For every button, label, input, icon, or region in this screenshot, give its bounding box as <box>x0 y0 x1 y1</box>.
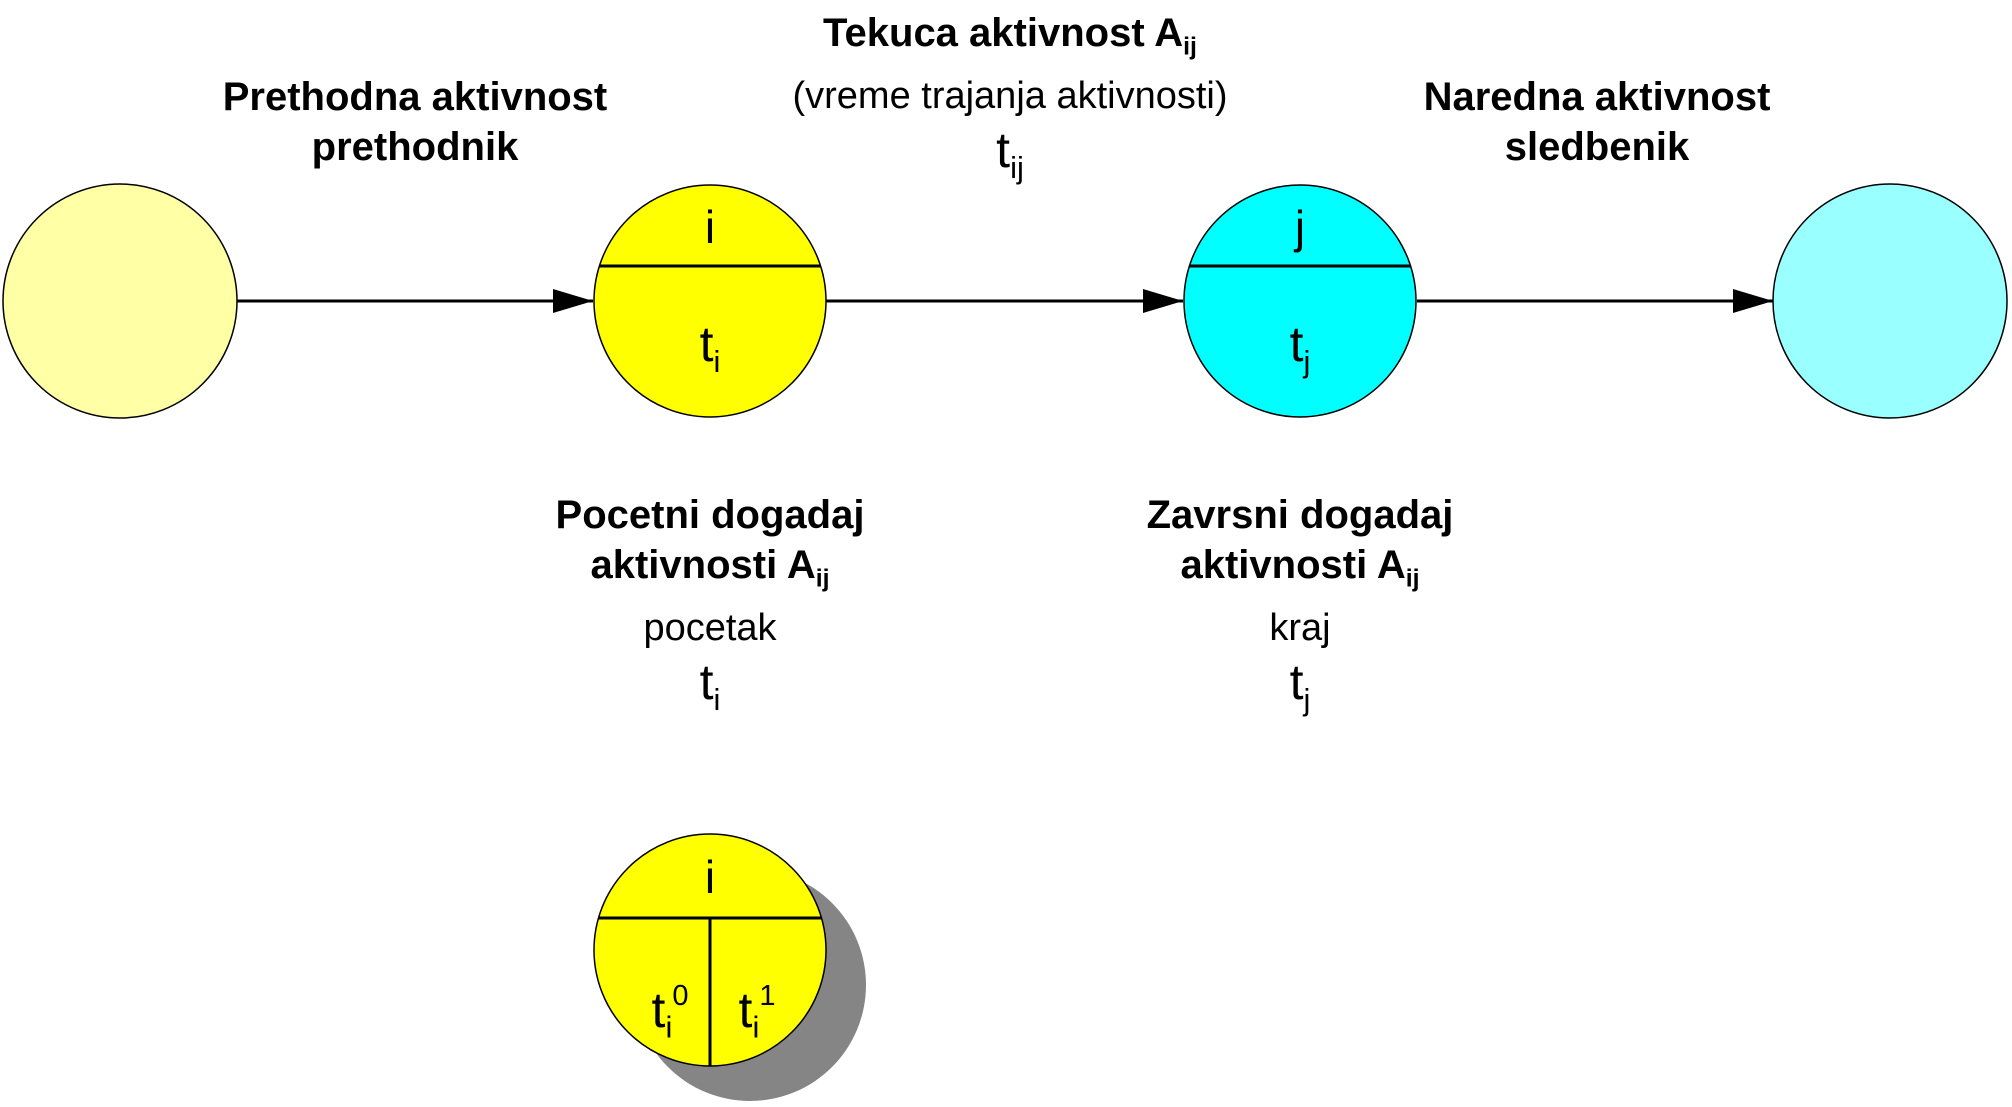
previous-activity-node <box>2 183 238 419</box>
end-event-time: tj <box>1289 653 1311 717</box>
start-node-time: ti <box>699 316 721 379</box>
previous-activity-label: Prethodna aktivnost prethodnik <box>190 72 640 172</box>
current-activity-label: Tekuca aktivnost Aij (vreme trajanja akt… <box>710 8 1310 199</box>
detail-node-late-time: ti1 <box>738 980 776 1045</box>
detail-node-early-time: ti0 <box>651 980 689 1045</box>
next-activity-label: Naredna aktivnost sledbenik <box>1372 72 1822 172</box>
end-event-line1: Zavrsni dogadaj <box>1146 493 1454 537</box>
start-event-line1: Pocetni dogadaj <box>555 493 865 537</box>
detail-node-index: i <box>704 851 716 903</box>
next-activity-node <box>1772 183 2008 419</box>
end-event-label: Zavrsni dogadaj aktivnosti Aij kraj tj <box>1095 490 1505 731</box>
end-event-line2: aktivnosti Aij <box>1180 543 1420 593</box>
start-event-node <box>593 184 827 418</box>
start-event-line3: pocetak <box>643 606 777 649</box>
current-activity-duration: tij <box>996 121 1024 185</box>
next-activity-line1: Naredna aktivnost <box>1423 75 1771 119</box>
previous-activity-line1: Prethodna aktivnost <box>222 75 608 119</box>
start-node-index: i <box>704 201 716 253</box>
end-node-time: tj <box>1289 316 1311 379</box>
start-event-time: ti <box>699 653 721 717</box>
end-event-node <box>1183 184 1417 418</box>
end-event-line3: kraj <box>1269 606 1331 649</box>
detail-event-node <box>593 833 827 1067</box>
current-activity-title: Tekuca aktivnost Aij <box>823 11 1197 61</box>
end-node-index: j <box>1294 201 1306 253</box>
current-activity-subtitle: (vreme trajanja aktivnosti) <box>792 74 1228 117</box>
next-activity-line2: sledbenik <box>1504 125 1690 169</box>
previous-activity-line2: prethodnik <box>311 125 519 169</box>
start-event-line2: aktivnosti Aij <box>590 543 830 593</box>
start-event-label: Pocetni dogadaj aktivnosti Aij pocetak t… <box>505 490 915 731</box>
